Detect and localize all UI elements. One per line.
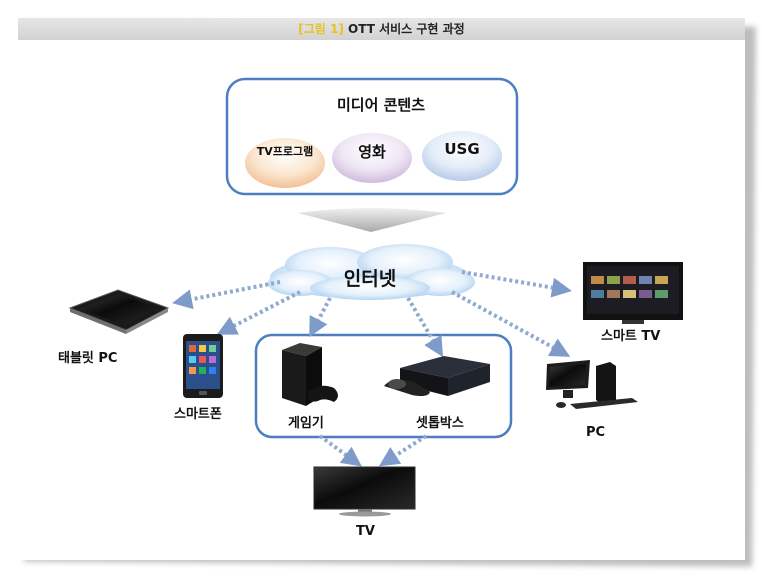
media-contents-title: 미디어 콘텐츠 bbox=[336, 96, 426, 114]
game-console-label: 게임기 bbox=[288, 416, 324, 431]
smart-tv-icon bbox=[583, 262, 683, 324]
connection-arrows bbox=[172, 270, 572, 467]
down-funnel-arrow bbox=[298, 208, 446, 232]
usg-label: USG bbox=[444, 140, 480, 158]
internet-cloud bbox=[268, 244, 475, 300]
settop-box-label: 셋톱박스 bbox=[416, 416, 464, 431]
smartphone-icon bbox=[183, 334, 223, 398]
tv-program-label: TV프로그램 bbox=[256, 145, 314, 158]
smartphone-label: 스마트폰 bbox=[174, 407, 222, 422]
tv-program-disc bbox=[245, 138, 325, 188]
figure-caption-bar: [그림 1] OTT 서비스 구현 과정 bbox=[18, 18, 745, 40]
tv-icon bbox=[313, 466, 416, 517]
pc-label: PC bbox=[586, 425, 606, 440]
settop-box-icon bbox=[384, 356, 490, 396]
tv-label: TV bbox=[356, 524, 375, 539]
game-console-icon bbox=[282, 343, 338, 406]
figure-title: OTT 서비스 구현 과정 bbox=[348, 22, 465, 36]
pc-icon bbox=[546, 360, 638, 409]
movie-disc bbox=[332, 133, 412, 183]
devices-box bbox=[254, 333, 513, 439]
internet-label: 인터넷 bbox=[343, 268, 397, 290]
tablet-icon bbox=[68, 289, 170, 334]
figure-number: [그림 1] bbox=[298, 22, 344, 36]
movie-label: 영화 bbox=[358, 143, 386, 161]
tablet-label: 태블릿 PC bbox=[58, 351, 118, 366]
smart-tv-label: 스마트 TV bbox=[601, 329, 661, 344]
usg-disc bbox=[422, 131, 502, 181]
